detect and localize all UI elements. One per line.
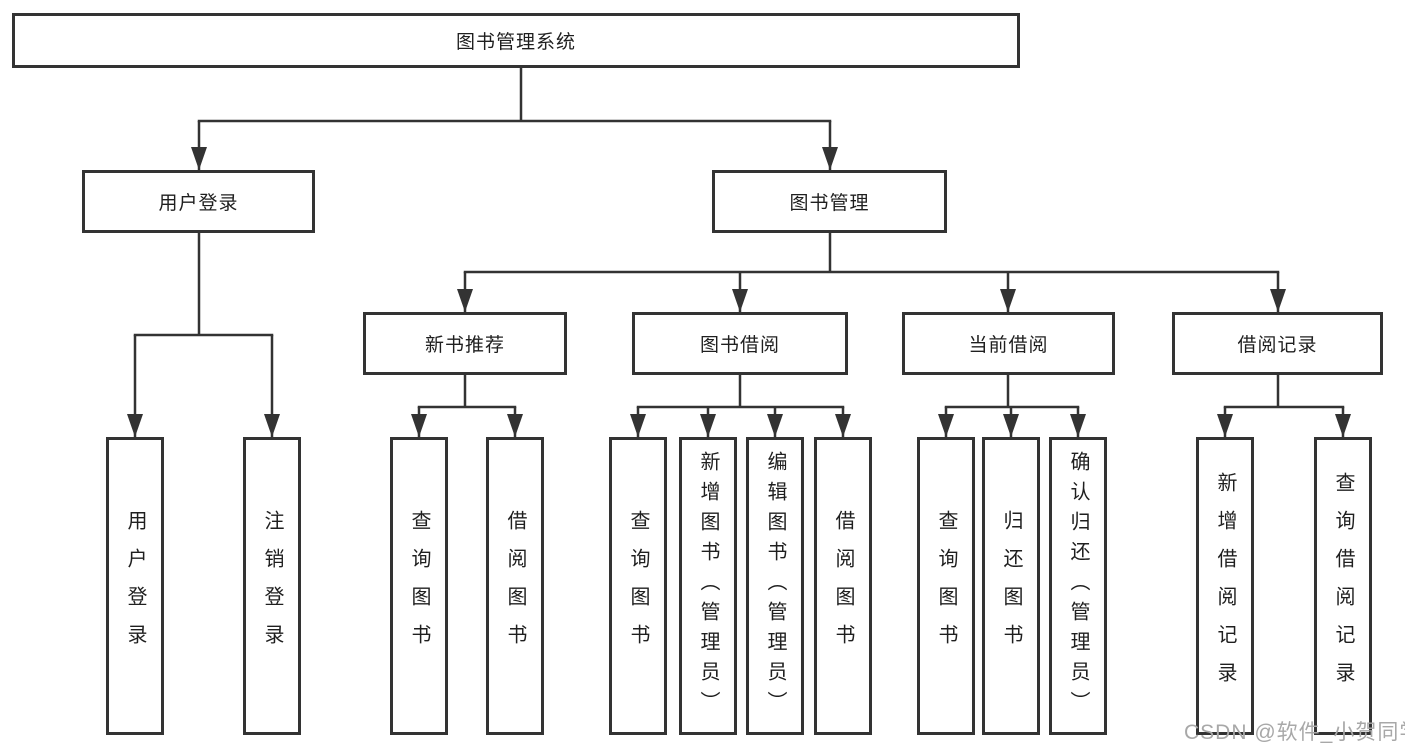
node-label: 用户登录 <box>124 510 146 662</box>
node-label: 查询借阅记录 <box>1332 472 1354 700</box>
leaf-borrowing-query-books: 查询图书 <box>609 437 667 735</box>
node-label: 新增图书（管理员） <box>697 451 719 721</box>
node-label: 图书借阅 <box>699 335 780 356</box>
node-label: 借阅图书 <box>832 510 854 662</box>
node-label: 查询图书 <box>935 510 957 662</box>
node-user-login: 用户登录 <box>82 170 315 233</box>
node-borrowing-records: 借阅记录 <box>1172 312 1383 375</box>
leaf-current-confirm-return-admin: 确认归还（管理员） <box>1049 437 1107 735</box>
leaf-records-query-borrow-record: 查询借阅记录 <box>1314 437 1372 735</box>
leaf-logout: 注销登录 <box>243 437 301 735</box>
node-label: 图书管理 <box>789 193 870 214</box>
node-label: 新增借阅记录 <box>1214 472 1236 700</box>
leaf-borrowing-add-books-admin: 新增图书（管理员） <box>679 437 737 735</box>
node-label: 借阅图书 <box>504 510 526 662</box>
node-label: 借阅记录 <box>1237 335 1318 356</box>
node-new-book-recommendation: 新书推荐 <box>363 312 567 375</box>
node-label: 查询图书 <box>408 510 430 662</box>
node-library-management-system: 图书管理系统 <box>12 13 1020 68</box>
node-label: 新书推荐 <box>424 335 505 356</box>
leaf-newbooks-borrow-books: 借阅图书 <box>486 437 544 735</box>
node-label: 查询图书 <box>627 510 649 662</box>
node-label: 当前借阅 <box>968 335 1049 356</box>
leaf-borrowing-borrow-books: 借阅图书 <box>814 437 872 735</box>
leaf-borrowing-edit-books-admin: 编辑图书（管理员） <box>746 437 804 735</box>
leaf-user-login: 用户登录 <box>106 437 164 735</box>
node-label: 编辑图书（管理员） <box>764 451 786 721</box>
leaf-current-return-books: 归还图书 <box>982 437 1040 735</box>
leaf-newbooks-query-books: 查询图书 <box>390 437 448 735</box>
node-current-borrowing: 当前借阅 <box>902 312 1115 375</box>
leaf-records-add-borrow-record: 新增借阅记录 <box>1196 437 1254 735</box>
leaf-current-query-books: 查询图书 <box>917 437 975 735</box>
node-book-borrowing: 图书借阅 <box>632 312 848 375</box>
node-label: 归还图书 <box>1000 510 1022 662</box>
node-label: 图书管理系统 <box>455 32 576 53</box>
node-label: 注销登录 <box>261 510 283 662</box>
node-label: 确认归还（管理员） <box>1067 451 1089 721</box>
csdn-watermark: CSDN @软件_小贺同学 <box>1184 721 1405 744</box>
node-label: 用户登录 <box>158 193 239 214</box>
node-book-management: 图书管理 <box>712 170 947 233</box>
